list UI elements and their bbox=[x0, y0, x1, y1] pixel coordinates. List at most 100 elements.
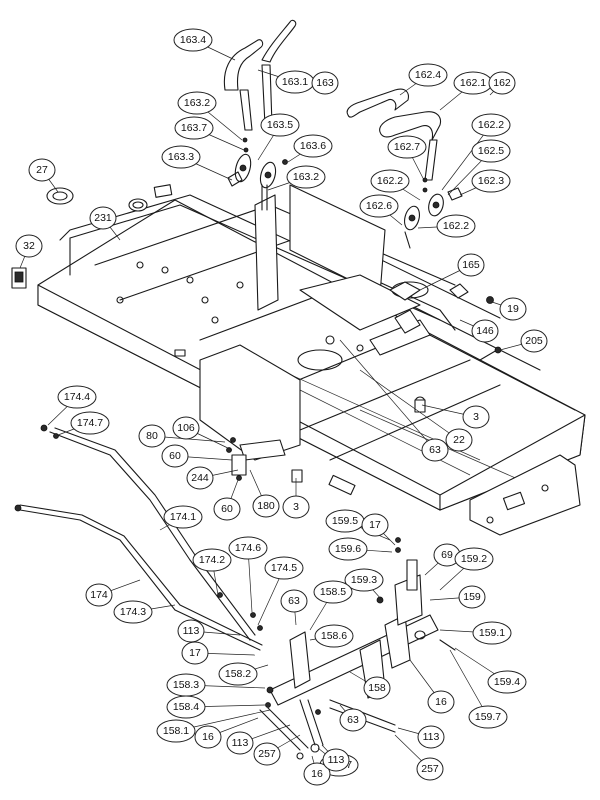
callout-174.4: 174.4 bbox=[57, 385, 97, 409]
callout-label: 69 bbox=[441, 549, 453, 561]
callout-bubble bbox=[177, 91, 217, 115]
callout-label: 165 bbox=[462, 259, 480, 271]
leader-line-22 bbox=[359, 369, 460, 441]
callout-158: 158 bbox=[363, 676, 391, 700]
callout-bubble bbox=[427, 690, 455, 714]
callout-162.2c: 162.2 bbox=[436, 214, 476, 238]
callout-17a: 17 bbox=[361, 513, 389, 537]
callout-label: 159.2 bbox=[461, 553, 487, 565]
callout-bubble bbox=[57, 385, 97, 409]
callout-16b: 16 bbox=[194, 725, 222, 749]
callout-label: 159 bbox=[463, 591, 481, 603]
callout-162.4: 162.4 bbox=[408, 63, 448, 87]
callout-bubble bbox=[471, 139, 511, 163]
callout-label: 163.7 bbox=[181, 122, 207, 134]
callout-bubble bbox=[166, 695, 206, 719]
callout-label: 158.5 bbox=[320, 586, 346, 598]
callout-label: 159.7 bbox=[475, 711, 501, 723]
callout-bubble bbox=[286, 165, 326, 189]
callout-bubble bbox=[471, 319, 499, 343]
callout-bubble bbox=[344, 568, 384, 592]
callout-label: 163.4 bbox=[180, 34, 206, 46]
callout-label: 63 bbox=[288, 595, 300, 607]
callout-158.4: 158.4 bbox=[166, 695, 206, 719]
callout-17b: 17 bbox=[181, 641, 209, 665]
callout-174: 174 bbox=[85, 583, 113, 607]
callout-label: 16 bbox=[435, 696, 447, 708]
callout-label: 174.7 bbox=[77, 417, 103, 429]
callout-bubble bbox=[457, 253, 485, 277]
callout-label: 63 bbox=[347, 714, 359, 726]
callout-159.4: 159.4 bbox=[487, 670, 527, 694]
callout-162.1: 162.1 bbox=[453, 71, 493, 95]
callout-label: 113 bbox=[328, 754, 345, 766]
callout-bubble bbox=[194, 725, 222, 749]
callout-label: 162.7 bbox=[394, 141, 420, 153]
callout-label: 80 bbox=[146, 430, 158, 442]
callout-163.7: 163.7 bbox=[174, 116, 214, 140]
callout-label: 27 bbox=[36, 164, 48, 176]
callout-19: 19 bbox=[499, 297, 527, 321]
callout-bubble bbox=[313, 580, 353, 604]
leader-line-162.2a bbox=[441, 124, 492, 191]
callout-bubble bbox=[161, 444, 189, 468]
callout-label: 162.2 bbox=[478, 119, 504, 131]
callout-bubble bbox=[280, 589, 308, 613]
callout-257b: 257 bbox=[416, 757, 444, 781]
callout-label: 174.1 bbox=[170, 511, 196, 523]
callout-bubble bbox=[138, 424, 166, 448]
callout-163.1: 163.1 bbox=[275, 70, 315, 94]
linkage-assembly-158-159 bbox=[259, 537, 456, 760]
callout-label: 244 bbox=[191, 472, 209, 484]
callout-bubble bbox=[213, 497, 241, 521]
callout-bubble bbox=[472, 621, 512, 645]
callout-label: 17 bbox=[369, 519, 381, 531]
callout-label: 113 bbox=[423, 731, 440, 743]
callout-label: 3 bbox=[293, 501, 299, 513]
callout-163.2b: 163.2 bbox=[286, 165, 326, 189]
callout-205: 205 bbox=[520, 329, 548, 353]
callout-label: 163.3 bbox=[168, 151, 194, 163]
callout-bubble bbox=[361, 513, 389, 537]
callout-bubble bbox=[28, 158, 56, 182]
callout-bubble bbox=[218, 662, 258, 686]
callout-bubble bbox=[468, 705, 508, 729]
callout-113c: 113 bbox=[417, 725, 445, 749]
callout-bubble bbox=[408, 63, 448, 87]
callout-label: 163 bbox=[316, 77, 334, 89]
callout-159.1: 159.1 bbox=[472, 621, 512, 645]
callout-label: 174.2 bbox=[199, 554, 225, 566]
callout-162.5: 162.5 bbox=[471, 139, 511, 163]
callout-label: 16 bbox=[202, 731, 214, 743]
callout-60b: 60 bbox=[213, 497, 241, 521]
callout-label: 163.6 bbox=[300, 140, 326, 152]
callout-label: 60 bbox=[169, 450, 181, 462]
callout-158.6: 158.6 bbox=[314, 624, 354, 648]
callout-label: 162.2 bbox=[377, 175, 403, 187]
callout-label: 106 bbox=[177, 422, 195, 434]
callout-label: 162 bbox=[493, 77, 511, 89]
callout-158.5: 158.5 bbox=[313, 580, 353, 604]
callout-bubble bbox=[488, 71, 516, 95]
callout-60a: 60 bbox=[161, 444, 189, 468]
callout-257a: 257 bbox=[253, 742, 281, 766]
callout-label: 113 bbox=[232, 737, 249, 749]
callout-163: 163 bbox=[311, 71, 339, 95]
callout-bubble bbox=[520, 329, 548, 353]
callout-163.5: 163.5 bbox=[260, 113, 300, 137]
callout-label: 174.4 bbox=[64, 391, 90, 403]
callout-bubble bbox=[192, 548, 232, 572]
callout-label: 205 bbox=[525, 335, 543, 347]
callout-bubble bbox=[421, 438, 449, 462]
callout-bubble bbox=[363, 676, 391, 700]
callout-label: 162.1 bbox=[460, 77, 486, 89]
callout-174.7: 174.7 bbox=[70, 411, 110, 435]
callout-158.2: 158.2 bbox=[218, 662, 258, 686]
callout-label: 163.1 bbox=[282, 76, 308, 88]
callout-231: 231 bbox=[89, 206, 117, 230]
callout-bubble bbox=[499, 297, 527, 321]
callout-label: 163.2 bbox=[293, 171, 319, 183]
callout-label: 162.6 bbox=[366, 200, 392, 212]
